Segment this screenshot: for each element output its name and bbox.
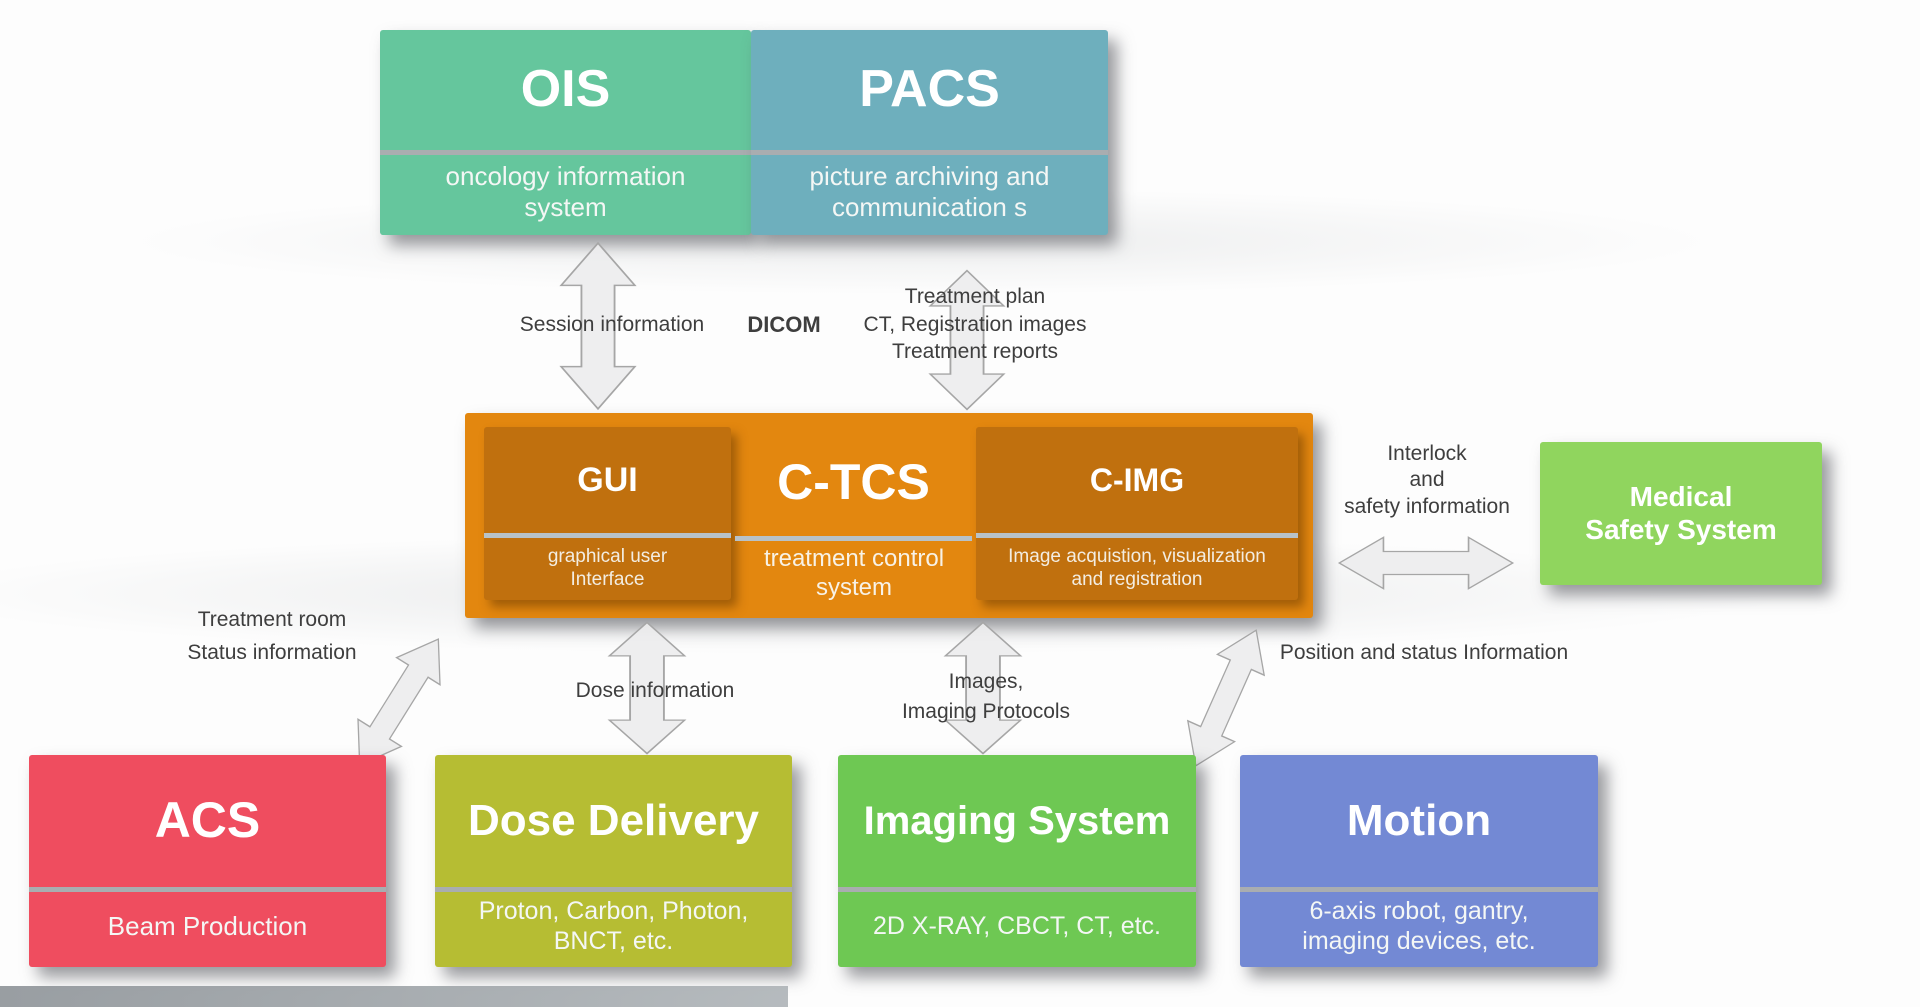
motion-box: Motion 6-axis robot, gantry, imaging dev… xyxy=(1240,755,1598,967)
position-status-label: Position and status Information xyxy=(1279,641,1569,664)
dicom-label: DICOM xyxy=(747,312,821,337)
ois-divider xyxy=(380,150,751,155)
double-arrow-shape xyxy=(928,269,1006,411)
double-arrow-vertical-icon xyxy=(943,621,1023,755)
pacs-box: PACS picture archiving and communication… xyxy=(751,30,1108,235)
treatment-plan-label: Treatment plan CT, Registration images T… xyxy=(863,285,1087,364)
dose-information-label: Dose information xyxy=(575,679,735,702)
cimg-divider xyxy=(976,533,1298,538)
ctcs-divider xyxy=(735,536,972,541)
bottom-gray-strip xyxy=(0,986,788,1007)
gui-subtitle: graphical user Interface xyxy=(547,546,668,590)
images-protocols-label: Images, Imaging Protocols xyxy=(901,670,1071,724)
gui-divider xyxy=(484,533,731,538)
dose-delivery-subtitle: Proton, Carbon, Photon, BNCT, etc. xyxy=(478,897,749,955)
gui-dose-double-arrow-icon xyxy=(600,620,694,756)
double-arrow-shape xyxy=(943,621,1023,755)
imaging-system-title: Imaging System xyxy=(863,799,1171,843)
ois-box: OIS oncology information system xyxy=(380,30,751,235)
ctcs-subtitle: treatment control system xyxy=(763,545,945,601)
double-arrow-shape xyxy=(559,241,637,411)
double-arrow-shape xyxy=(1337,536,1515,590)
treatment-room-status-label: Treatment room Status information xyxy=(187,608,357,664)
double-arrow-shape xyxy=(1186,629,1266,767)
pacs-divider xyxy=(751,150,1108,155)
pacs-title: PACS xyxy=(859,60,1000,119)
acs-title: ACS xyxy=(154,792,261,849)
acs-box: ACS Beam Production xyxy=(29,755,386,967)
session-information-label: Session information xyxy=(519,313,705,336)
gui-box: GUI graphical user Interface xyxy=(484,427,731,600)
dose-delivery-divider xyxy=(435,887,792,892)
ctcs-box: GUI graphical user Interface C-TCS treat… xyxy=(465,413,1313,618)
cimg-subtitle: Image acquistion, visualization and regi… xyxy=(1008,546,1266,590)
cimg-box: C-IMG Image acquistion, visualization an… xyxy=(976,427,1298,600)
dose-delivery-box: Dose Delivery Proton, Carbon, Photon, BN… xyxy=(435,755,792,967)
acs-subtitle: Beam Production xyxy=(107,911,308,942)
ctcs-title: C-TCS xyxy=(777,453,930,510)
medical-safety-system-title: Medical Safety System xyxy=(1585,481,1777,545)
double-arrow-vertical-icon xyxy=(928,269,1006,411)
imaging-system-subtitle: 2D X-RAY, CBCT, CT, etc. xyxy=(872,911,1162,940)
motion-divider xyxy=(1240,887,1598,892)
ois-subtitle: oncology information system xyxy=(445,161,686,222)
interlock-label: Interlock and safety information xyxy=(1344,442,1510,518)
imaging-system-divider xyxy=(838,887,1196,892)
double-arrow-vertical-icon xyxy=(607,621,687,755)
ois-title: OIS xyxy=(520,60,611,119)
double-arrow-shape xyxy=(607,621,687,755)
pacs-ctcs-double-arrow-icon xyxy=(921,268,1013,412)
double-arrow-vertical-icon xyxy=(559,241,637,411)
double-arrow-horizontal-icon xyxy=(1337,536,1515,590)
ois-ctcs-double-arrow-icon xyxy=(552,240,644,412)
ctcs-mss-double-arrow-icon xyxy=(1336,531,1516,595)
motion-title: Motion xyxy=(1346,795,1492,845)
medical-safety-system-box: Medical Safety System xyxy=(1540,442,1822,585)
dose-delivery-title: Dose Delivery xyxy=(467,795,760,845)
acs-divider xyxy=(29,887,386,892)
cimg-title: C-IMG xyxy=(1089,461,1185,498)
cimg-imaging-double-arrow-icon xyxy=(936,620,1030,756)
imaging-system-box: Imaging System 2D X-RAY, CBCT, CT, etc. xyxy=(838,755,1196,967)
motion-subtitle: 6-axis robot, gantry, imaging devices, e… xyxy=(1302,897,1536,955)
pacs-subtitle: picture archiving and communication s xyxy=(809,161,1050,222)
gui-title: GUI xyxy=(577,460,638,499)
